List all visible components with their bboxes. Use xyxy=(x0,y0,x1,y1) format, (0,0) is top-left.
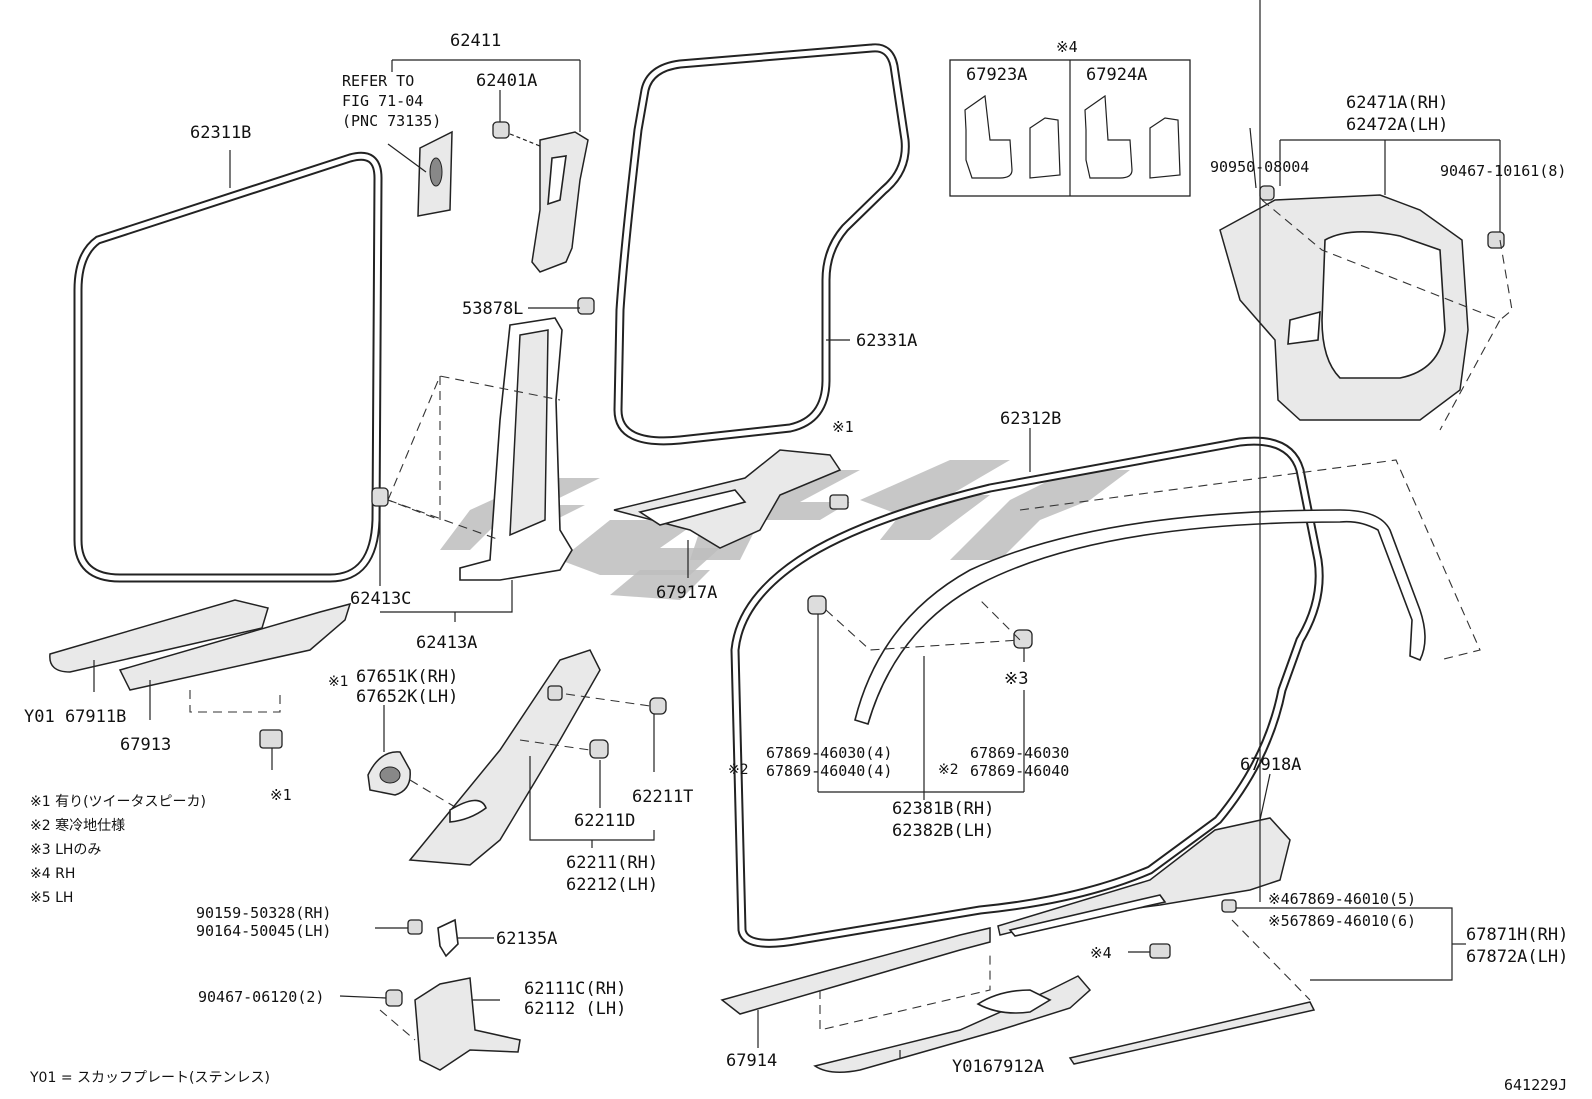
scuff-plate-67914 xyxy=(720,927,991,1031)
label-67869-46030: 67869-46030 xyxy=(970,744,1069,762)
quarter-trim-62471A xyxy=(1219,139,1513,431)
label-62112: 62112 (LH) xyxy=(524,999,626,1019)
label-star4-top: ※4 xyxy=(1056,38,1078,56)
label-67869-46010-6: ※567869-46010(6) xyxy=(1268,912,1416,930)
label-62211T: 62211T xyxy=(632,787,693,807)
label-star3: ※3 xyxy=(1004,669,1028,689)
lower-pillar-trim-62413A xyxy=(371,317,573,581)
label-67652K: 67652K(LH) xyxy=(356,687,458,707)
note-1: ※1 有り(ツイータスピーカ) xyxy=(30,794,206,810)
label-62401A: 62401A xyxy=(476,71,537,91)
footnote: Y01 = スカッフプレート(ステンレス) xyxy=(29,1070,270,1086)
label-62413C: 62413C xyxy=(350,589,411,609)
label-90467-10161: 90467-10161(8) xyxy=(1440,162,1566,180)
label-62382B: 62382B(LH) xyxy=(892,821,994,841)
label-62211: 62211(RH) xyxy=(566,853,658,873)
label-62472A: 62472A(LH) xyxy=(1346,115,1448,135)
label-67872A: 67872A(LH) xyxy=(1466,947,1568,967)
label-62413A: 62413A xyxy=(416,633,477,653)
label-star2-right: ※2 xyxy=(938,762,959,778)
label-90950-08004: 90950-08004 xyxy=(1210,158,1309,176)
label-star1-tweeter: ※1 xyxy=(328,674,349,690)
label-67918A: 67918A xyxy=(1240,755,1301,775)
label-star4-clip: ※4 xyxy=(1090,944,1112,962)
label-90159-50328: 90159-50328(RH) xyxy=(196,904,331,922)
label-67913: 67913 xyxy=(120,735,171,755)
scuff-plate-67912A xyxy=(813,975,1092,1073)
door-seal-rear-62312B xyxy=(730,436,1481,948)
cowl-side-trim-62111C xyxy=(379,977,521,1071)
note-3: ※3 LHのみ xyxy=(30,842,101,858)
scuff-plate-67911B xyxy=(49,599,269,673)
label-star1-clip: ※1 xyxy=(270,786,292,804)
label-67869-46040: 67869-46040 xyxy=(970,762,1069,780)
part-labels: 62411 REFER TO FIG 71-04 (PNC 73135) 624… xyxy=(24,31,1568,1094)
scuff-plate-67913 xyxy=(118,602,352,749)
label-67911B: Y01 67911B xyxy=(24,707,126,727)
label-star1-top: ※1 xyxy=(832,418,854,436)
diagram-id: 641229J xyxy=(1504,1076,1567,1094)
label-refer-fig: FIG 71-04 xyxy=(342,92,423,110)
refer-panel xyxy=(387,130,453,217)
label-62311B: 62311B xyxy=(190,123,251,143)
bracket-62135A xyxy=(407,918,459,958)
note-2: ※2 寒冷地仕様 xyxy=(30,817,125,834)
label-67914: 67914 xyxy=(726,1051,777,1071)
note-4: ※4 RH xyxy=(30,866,75,882)
label-67871H: 67871H(RH) xyxy=(1466,925,1568,945)
label-67869-46010-5: ※467869-46010(5) xyxy=(1268,890,1416,908)
label-62135A: 62135A xyxy=(496,929,557,949)
label-62212: 62212(LH) xyxy=(566,875,658,895)
label-62331A: 62331A xyxy=(856,331,917,351)
label-67917A: 67917A xyxy=(656,583,717,603)
label-62111C: 62111C(RH) xyxy=(524,979,626,999)
label-67869-46030-4: 67869-46030(4) xyxy=(766,744,892,762)
tweeter-cover-67651K xyxy=(367,751,461,811)
label-67912A: Y0167912A xyxy=(952,1057,1044,1077)
label-refer-to: REFER TO xyxy=(342,72,414,90)
label-53878L: 53878L xyxy=(462,299,523,319)
label-67651K: 67651K(RH) xyxy=(356,667,458,687)
moulding-67871H xyxy=(1068,919,1316,1065)
label-90164-50045: 90164-50045(LH) xyxy=(196,922,331,940)
label-67923A: 67923A xyxy=(966,65,1027,85)
upper-pillar-trim-62401A xyxy=(492,121,595,315)
label-62211D: 62211D xyxy=(574,811,635,831)
door-seal-rear-62331A xyxy=(613,43,910,446)
pillar-trim-62211 xyxy=(408,649,667,866)
notes-legend: ※1 有り(ツイータスピーカ) ※2 寒冷地仕様 ※3 LHのみ ※4 RH ※… xyxy=(29,794,270,1086)
label-67924A: 67924A xyxy=(1086,65,1147,85)
label-62411: 62411 xyxy=(450,31,501,51)
label-90467-06120: 90467-06120(2) xyxy=(198,988,324,1006)
note-5: ※5 LH xyxy=(30,890,73,906)
roof-garnish-62381B xyxy=(807,509,1426,726)
label-62471A: 62471A(RH) xyxy=(1346,93,1448,113)
leader-lines xyxy=(93,0,1466,1058)
door-seal-front-62311B xyxy=(73,151,383,583)
label-refer-pnc: (PNC 73135) xyxy=(342,112,441,130)
scuff-plate-67917A xyxy=(613,449,849,549)
label-62312B: 62312B xyxy=(1000,409,1061,429)
label-star2-left: ※2 xyxy=(728,762,749,778)
inset-box-67923A-67924A xyxy=(949,59,1191,197)
label-62381B: 62381B(RH) xyxy=(892,799,994,819)
label-67869-46040-4: 67869-46040(4) xyxy=(766,762,892,780)
scuff-plate-67918A xyxy=(997,817,1291,959)
